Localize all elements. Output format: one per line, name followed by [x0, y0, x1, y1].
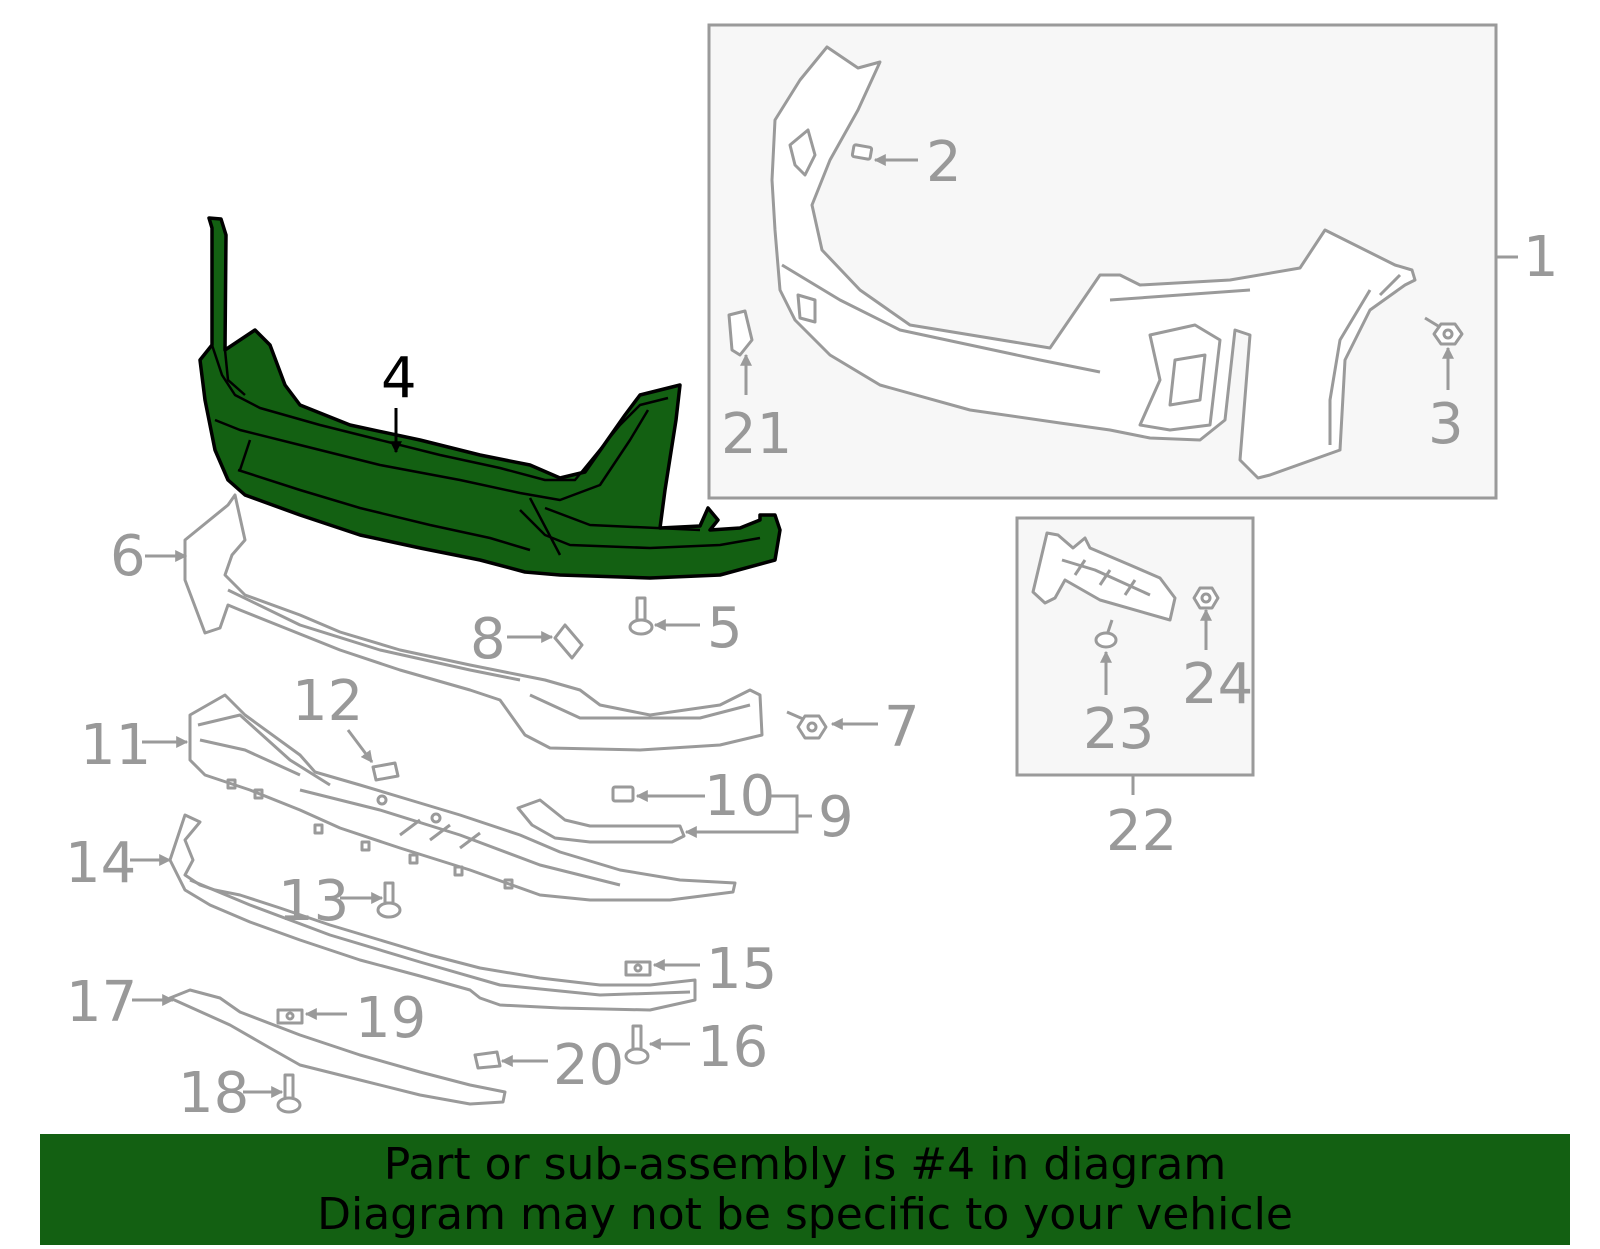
screw-part-13	[376, 881, 402, 919]
screw-part-18	[276, 1073, 302, 1114]
callout-22: 22	[1106, 799, 1177, 864]
clip-part-20	[473, 1050, 502, 1070]
callout-5: 5	[707, 596, 743, 661]
strip-part-17	[168, 988, 507, 1106]
callout-4: 4	[381, 346, 417, 411]
callout-16: 16	[697, 1015, 768, 1080]
callout-10: 10	[704, 764, 775, 829]
banner-line-2: Diagram may not be specific to your vehi…	[317, 1188, 1293, 1240]
callout-23: 23	[1083, 697, 1154, 762]
callout-12: 12	[292, 669, 363, 734]
bracket-part-22	[1031, 531, 1177, 622]
callout-17: 17	[66, 970, 137, 1035]
bracket-part-21	[727, 309, 754, 357]
callout-24: 24	[1182, 652, 1253, 717]
bolt-part-3	[1424, 316, 1464, 346]
skirt-part-14	[168, 813, 697, 1012]
screw-part-5	[628, 596, 654, 636]
callout-8: 8	[470, 607, 506, 672]
callout-18: 18	[178, 1061, 249, 1126]
panel-part-11	[188, 693, 737, 902]
callout-9: 9	[818, 785, 854, 850]
highlighted-part-4	[198, 216, 782, 580]
callout-20: 20	[553, 1033, 624, 1098]
clip-part-19	[276, 1008, 304, 1025]
callout-19: 19	[355, 986, 426, 1051]
bolt-part-23	[1094, 619, 1118, 649]
callout-1: 1	[1523, 225, 1559, 290]
callout-7: 7	[884, 695, 920, 760]
callout-14: 14	[65, 831, 136, 896]
callout-13: 13	[278, 869, 349, 934]
clip-part-12	[371, 761, 400, 782]
banner-line-1: Part or sub-assembly is #4 in diagram	[383, 1138, 1227, 1190]
bolt-part-7	[786, 710, 828, 740]
callout-3: 3	[1428, 392, 1464, 457]
callout-6: 6	[110, 524, 146, 589]
info-banner: Part or sub-assembly is #4 in diagram Di…	[40, 1134, 1570, 1245]
clip-part-15	[624, 960, 652, 977]
clip-part-2	[850, 143, 874, 161]
callout-2: 2	[926, 130, 962, 195]
screw-part-16	[624, 1024, 650, 1065]
callout-11: 11	[80, 713, 151, 778]
trim-part-9	[516, 798, 686, 844]
nut-part-24	[1192, 586, 1220, 610]
callout-15: 15	[706, 937, 777, 1002]
clip-part-10	[611, 785, 635, 803]
callout-21: 21	[721, 402, 792, 467]
trim-part-6	[183, 493, 764, 752]
bumper-cover-part	[770, 45, 1417, 480]
clip-part-8	[553, 623, 584, 660]
